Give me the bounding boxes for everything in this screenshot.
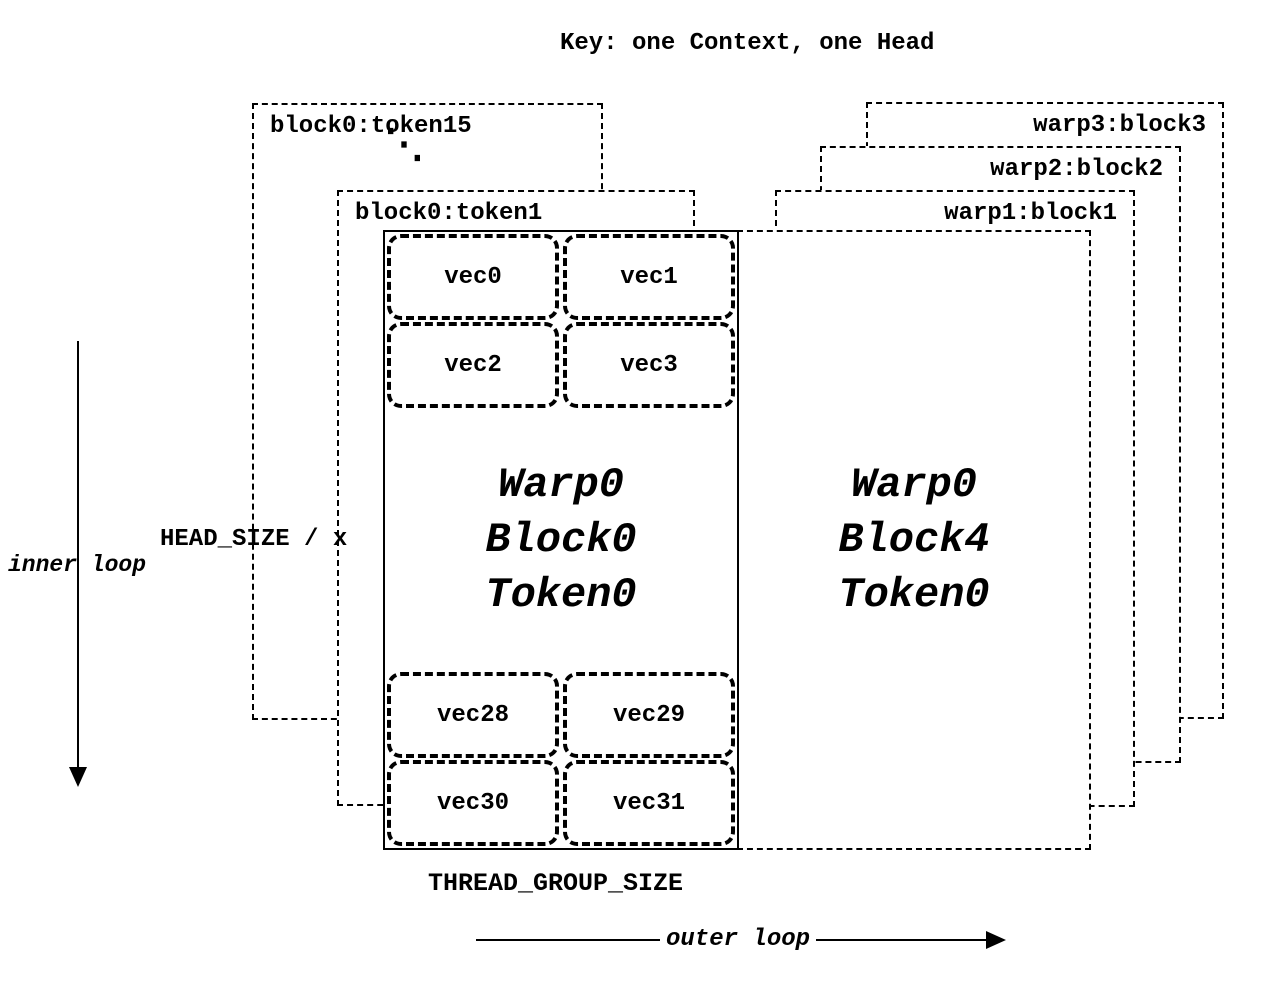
vec29-cell: vec29: [563, 672, 735, 758]
vec2-cell: vec2: [387, 322, 559, 408]
warp0-block4-box: Warp0 Block4 Token0: [737, 230, 1091, 850]
diagram-title: Key: one Context, one Head: [560, 30, 935, 57]
warp0-block0-box: Warp0 Block0 Token0 vec0 vec1 vec2 vec3 …: [383, 230, 739, 850]
vec0-cell: vec0: [387, 234, 559, 320]
block0-title-line-1: Warp0: [497, 460, 625, 509]
inner-loop-label: inner loop: [8, 552, 147, 578]
thread-group-size-label: THREAD_GROUP_SIZE: [428, 869, 684, 898]
block0-title-line-2: Block0: [485, 515, 637, 564]
block0-title-line-3: Token0: [485, 570, 637, 619]
inner-loop-arrow-line: [77, 341, 79, 769]
block0-token1-label: block0:token1: [355, 200, 543, 227]
vec3-cell: vec3: [563, 322, 735, 408]
inner-loop-arrowhead-icon: [69, 767, 87, 787]
warp2-block2-label: warp2:block2: [990, 156, 1163, 183]
vec31-cell: vec31: [563, 760, 735, 846]
block0-token15-label: block0:token15: [270, 113, 472, 140]
warp0-block0-title: Warp0 Block0 Token0: [385, 232, 737, 848]
vec28-cell: vec28: [387, 672, 559, 758]
warp1-block1-label: warp1:block1: [944, 200, 1117, 227]
warp3-block3-label: warp3:block3: [1033, 112, 1206, 139]
vec30-cell: vec30: [387, 760, 559, 846]
outer-loop-label: outer loop: [660, 926, 817, 953]
outer-loop-arrowhead-icon: [986, 931, 1006, 949]
block4-title-line-3: Token0: [838, 570, 990, 619]
block4-title-line-2: Block4: [838, 515, 990, 564]
vec1-cell: vec1: [563, 234, 735, 320]
diagonal-ellipsis: ⋱: [384, 125, 424, 170]
block4-title-line-1: Warp0: [850, 460, 978, 509]
warp0-block4-title: Warp0 Block4 Token0: [739, 232, 1089, 848]
head-size-label: HEAD_SIZE / x: [160, 526, 348, 553]
